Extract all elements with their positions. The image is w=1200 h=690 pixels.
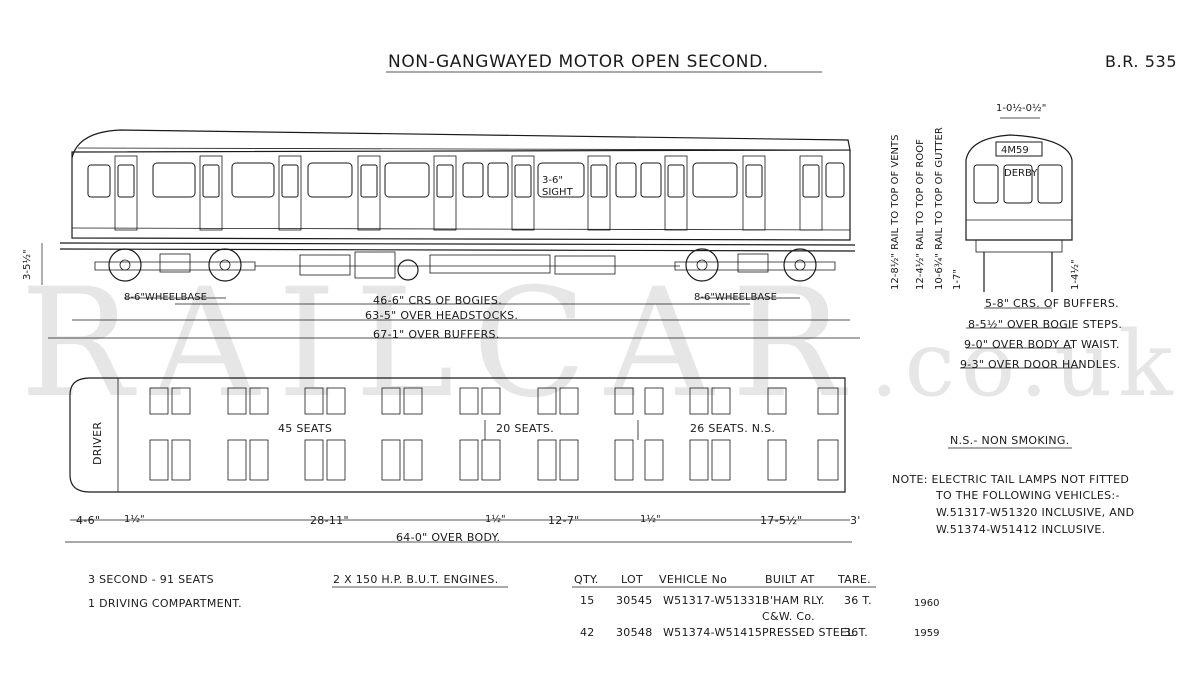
note-line-1: NOTE: ELECTRIC TAIL LAMPS NOT FITTED	[892, 473, 1129, 486]
side-doors	[114, 155, 823, 231]
table-header-lot: LOT	[621, 573, 643, 586]
side-roof	[71, 129, 851, 159]
seat-summary: 3 SECOND - 91 SEATS	[88, 573, 214, 586]
side-headstock-line	[59, 248, 856, 252]
row-2-lot: 30548	[616, 626, 653, 639]
plan-view: DRIVER 45 SEATS 20 SEAT	[65, 377, 861, 544]
side-solebar	[59, 242, 856, 246]
dim-end: 3'	[850, 514, 861, 527]
bogie-centres-label: 46-6" CRS OF BOGIES.	[373, 294, 502, 307]
saloon-1-seats: 45 SEATS	[278, 422, 332, 435]
lot-table: QTY. LOT VEHICLE No BUILT AT TARE. 15 30…	[572, 573, 939, 639]
dim-cab: 4-6"	[76, 514, 100, 527]
over-body-label: 64-0" OVER BODY.	[396, 531, 500, 544]
wheelbase-left-label: 8-6"WHEELBASE	[124, 292, 207, 303]
left-bogie	[94, 248, 256, 282]
row-1-lot: 30545	[616, 594, 653, 607]
engines-summary: 2 X 150 H.P. B.U.T. ENGINES.	[333, 573, 499, 586]
table-row: 42 30548 W51374-W51415 PRESSED STEEL. 36…	[580, 626, 939, 639]
end-elevation: 1-0½-0½" 4M59 DERBY 12-8½" RAIL TO TOP O…	[889, 102, 1122, 371]
row-1-tare: 36 T.	[844, 594, 872, 607]
table-header-tare: TARE.	[837, 573, 871, 586]
sight-height-label: 3-6"	[542, 175, 563, 186]
dim-saloon-2: 12-7"	[548, 514, 580, 527]
row-1-vehicles: W51317-W51331	[663, 594, 762, 607]
rail-to-vents-label: 12-8½" RAIL TO TOP OF VENTS	[889, 135, 901, 291]
notes: N.S.- NON SMOKING. NOTE: ELECTRIC TAIL L…	[892, 434, 1134, 536]
plan-outline	[69, 377, 846, 493]
seats-bottom-row	[149, 439, 839, 481]
note-line-3: W.51317-W51320 INCLUSIVE, AND	[936, 506, 1134, 519]
body-waist-label: 9-0" OVER BODY AT WAIST.	[964, 338, 1120, 351]
table-header-vehicle: VEHICLE No	[659, 573, 727, 586]
saloon-2-seats: 20 SEATS.	[496, 422, 554, 435]
end-buffer-beam	[975, 239, 1063, 253]
table-header-built: BUILT AT	[765, 573, 814, 586]
ns-note: N.S.- NON SMOKING.	[950, 434, 1070, 447]
end-window-right	[1037, 164, 1063, 204]
sight-window	[537, 162, 585, 198]
side-waist-bottom	[71, 227, 851, 231]
dim-a: 1½"	[124, 513, 145, 525]
note-line-2: TO THE FOLLOWING VEHICLES:-	[935, 489, 1120, 502]
dim-saloon-1: 28-11"	[310, 514, 349, 527]
floor-height-label: 1-7"	[952, 269, 963, 290]
dim-b: 1½"	[485, 513, 506, 525]
saloon-3-seats: 26 SEATS. N.S.	[690, 422, 775, 435]
headcode: 4M59	[1001, 145, 1029, 156]
cab-window	[87, 164, 111, 198]
watermark: RAILCAR .co.uk	[20, 257, 1179, 431]
end-window-centre	[1003, 164, 1033, 204]
watermark-main: RAILCAR	[20, 257, 862, 431]
row-1-qty: 15	[580, 594, 595, 607]
side-elevation: 3-6" SIGHT 3-5½"	[21, 129, 860, 341]
note-line-4: W.51374-W51412 INCLUSIVE.	[936, 523, 1105, 536]
side-body	[71, 150, 851, 241]
seats-top-row	[149, 387, 839, 415]
table-header-qty: QTY.	[574, 573, 599, 586]
wheelbase-right-label: 8-6"WHEELBASE	[694, 292, 777, 303]
row-1-built-at: B'HAM RLY.	[762, 594, 825, 607]
dim-saloon-3: 17-5½"	[760, 514, 803, 527]
dim-c: 1½"	[640, 513, 661, 525]
step-height-label: 1-4½"	[1069, 259, 1081, 290]
rail-to-roof-label: 12-4½" RAIL TO TOP OF ROOF	[914, 139, 926, 290]
end-top-width-label: 1-0½-0½"	[996, 102, 1046, 114]
compartment-summary: 1 DRIVING COMPARTMENT.	[88, 597, 242, 610]
drawing-reference: B.R. 535	[1105, 52, 1177, 71]
sight-label: SIGHT	[542, 187, 574, 198]
end-body	[965, 134, 1073, 241]
row-2-vehicles: W51374-W51415	[663, 626, 762, 639]
row-2-note: 1959	[914, 628, 939, 639]
row-2-built-at: PRESSED STEEL.	[762, 626, 858, 639]
underframe-equipment	[255, 251, 680, 281]
headcode-box	[995, 141, 1043, 157]
row-1-built-at-2: C&W. Co.	[762, 610, 815, 623]
rail-to-gutter-label: 10-6¾" RAIL TO TOP OF GUTTER	[934, 127, 945, 290]
end-window-left	[973, 164, 999, 204]
side-height-label: 3-5½"	[21, 249, 33, 280]
destination-blind: DERBY	[1004, 168, 1038, 179]
buffer-centres-label: 5-8" CRS. OF BUFFERS.	[985, 297, 1119, 310]
right-bogie	[674, 248, 836, 282]
table-row: 15 30545 W51317-W51331 B'HAM RLY. C&W. C…	[580, 594, 939, 623]
side-gutter	[77, 147, 851, 151]
driver-label: DRIVER	[91, 422, 104, 465]
headstocks-label: 63-5" OVER HEADSTOCKS.	[365, 309, 518, 322]
row-1-note: 1960	[914, 598, 939, 609]
drawing-title: NON-GANGWAYED MOTOR OPEN SECOND.	[388, 52, 769, 72]
bogie-steps-label: 8-5½" OVER BOGIE STEPS.	[968, 318, 1122, 331]
watermark-suffix: .co.uk	[870, 312, 1179, 417]
row-2-tare: 36T.	[844, 626, 868, 639]
buffers-label: 67-1" OVER BUFFERS.	[373, 328, 500, 341]
row-2-qty: 42	[580, 626, 595, 639]
summary: 3 SECOND - 91 SEATS 1 DRIVING COMPARTMEN…	[88, 573, 508, 610]
door-handles-label: 9-3" OVER DOOR HANDLES.	[960, 358, 1120, 371]
side-windows	[152, 162, 845, 198]
